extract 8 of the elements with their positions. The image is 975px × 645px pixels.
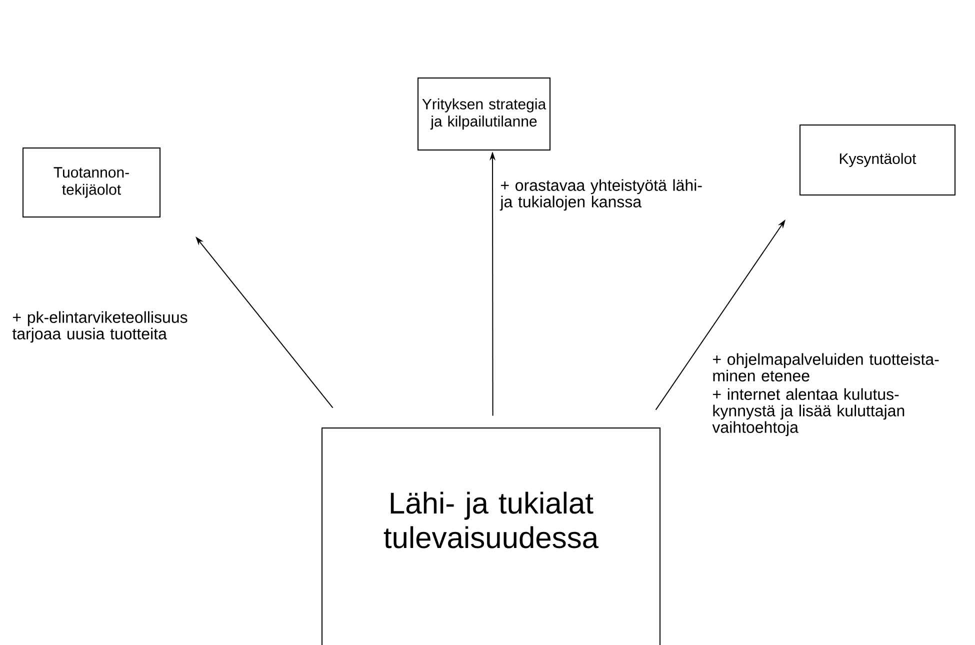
text-box: Kysyntäolot bbox=[800, 124, 956, 196]
edge-label: + ohjelmapalveluiden tuotteista- minen etenee bbox=[712, 353, 939, 382]
text-box: Lähi- ja tukialat tulevaisuudessa bbox=[322, 428, 660, 645]
edge-label: + pk-elintarviketeollisuus tarjoaa uusia tuotteita bbox=[12, 311, 188, 343]
edge-label: + orastavaa yhteistyötä lähi- ja tukialojen kanssa bbox=[500, 179, 702, 211]
note-text: + internet alentaa kulutus- kynnystä ja lisää kuluttajan vaihtoehtoja bbox=[712, 388, 904, 436]
text-box: Yrityksen strategia ja kilpailutilanne bbox=[418, 78, 550, 150]
text-box: Tuotannon- tekijäolot bbox=[22, 148, 160, 218]
